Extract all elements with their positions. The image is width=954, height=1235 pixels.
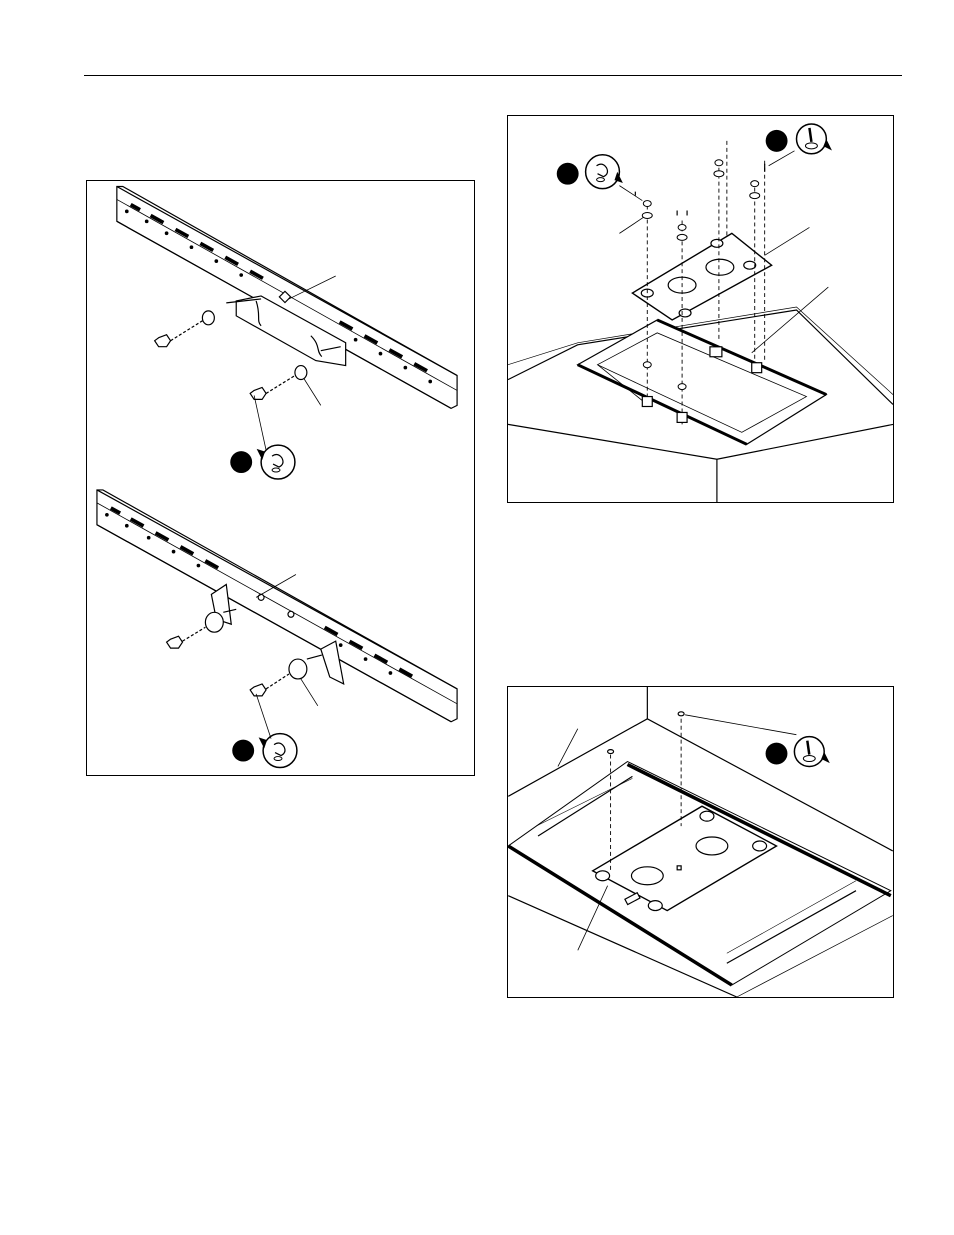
ceiling-box-drawing [508,141,893,502]
step-marker [766,743,788,765]
wrench-rotate-icon [260,734,297,768]
wrench-rotate-icon [586,155,622,189]
step-marker-1 [557,163,579,185]
lower-rail-drawing [97,490,457,722]
screwdriver-rotate-icon [797,124,831,154]
step-marker-2 [766,130,788,152]
rail-assembly-figure [86,180,475,776]
plate-to-frame-figure [507,115,894,503]
ceiling-recess-drawing [508,687,893,997]
plate-installed-figure [507,686,894,998]
header-rule [84,75,902,76]
screwdriver-rotate-icon [794,737,828,767]
step-marker-1 [230,451,252,473]
step-marker-2 [232,740,254,762]
wrench-rotate-icon [258,445,295,479]
upper-rail-drawing [117,187,457,409]
mounting-plate [632,233,771,320]
